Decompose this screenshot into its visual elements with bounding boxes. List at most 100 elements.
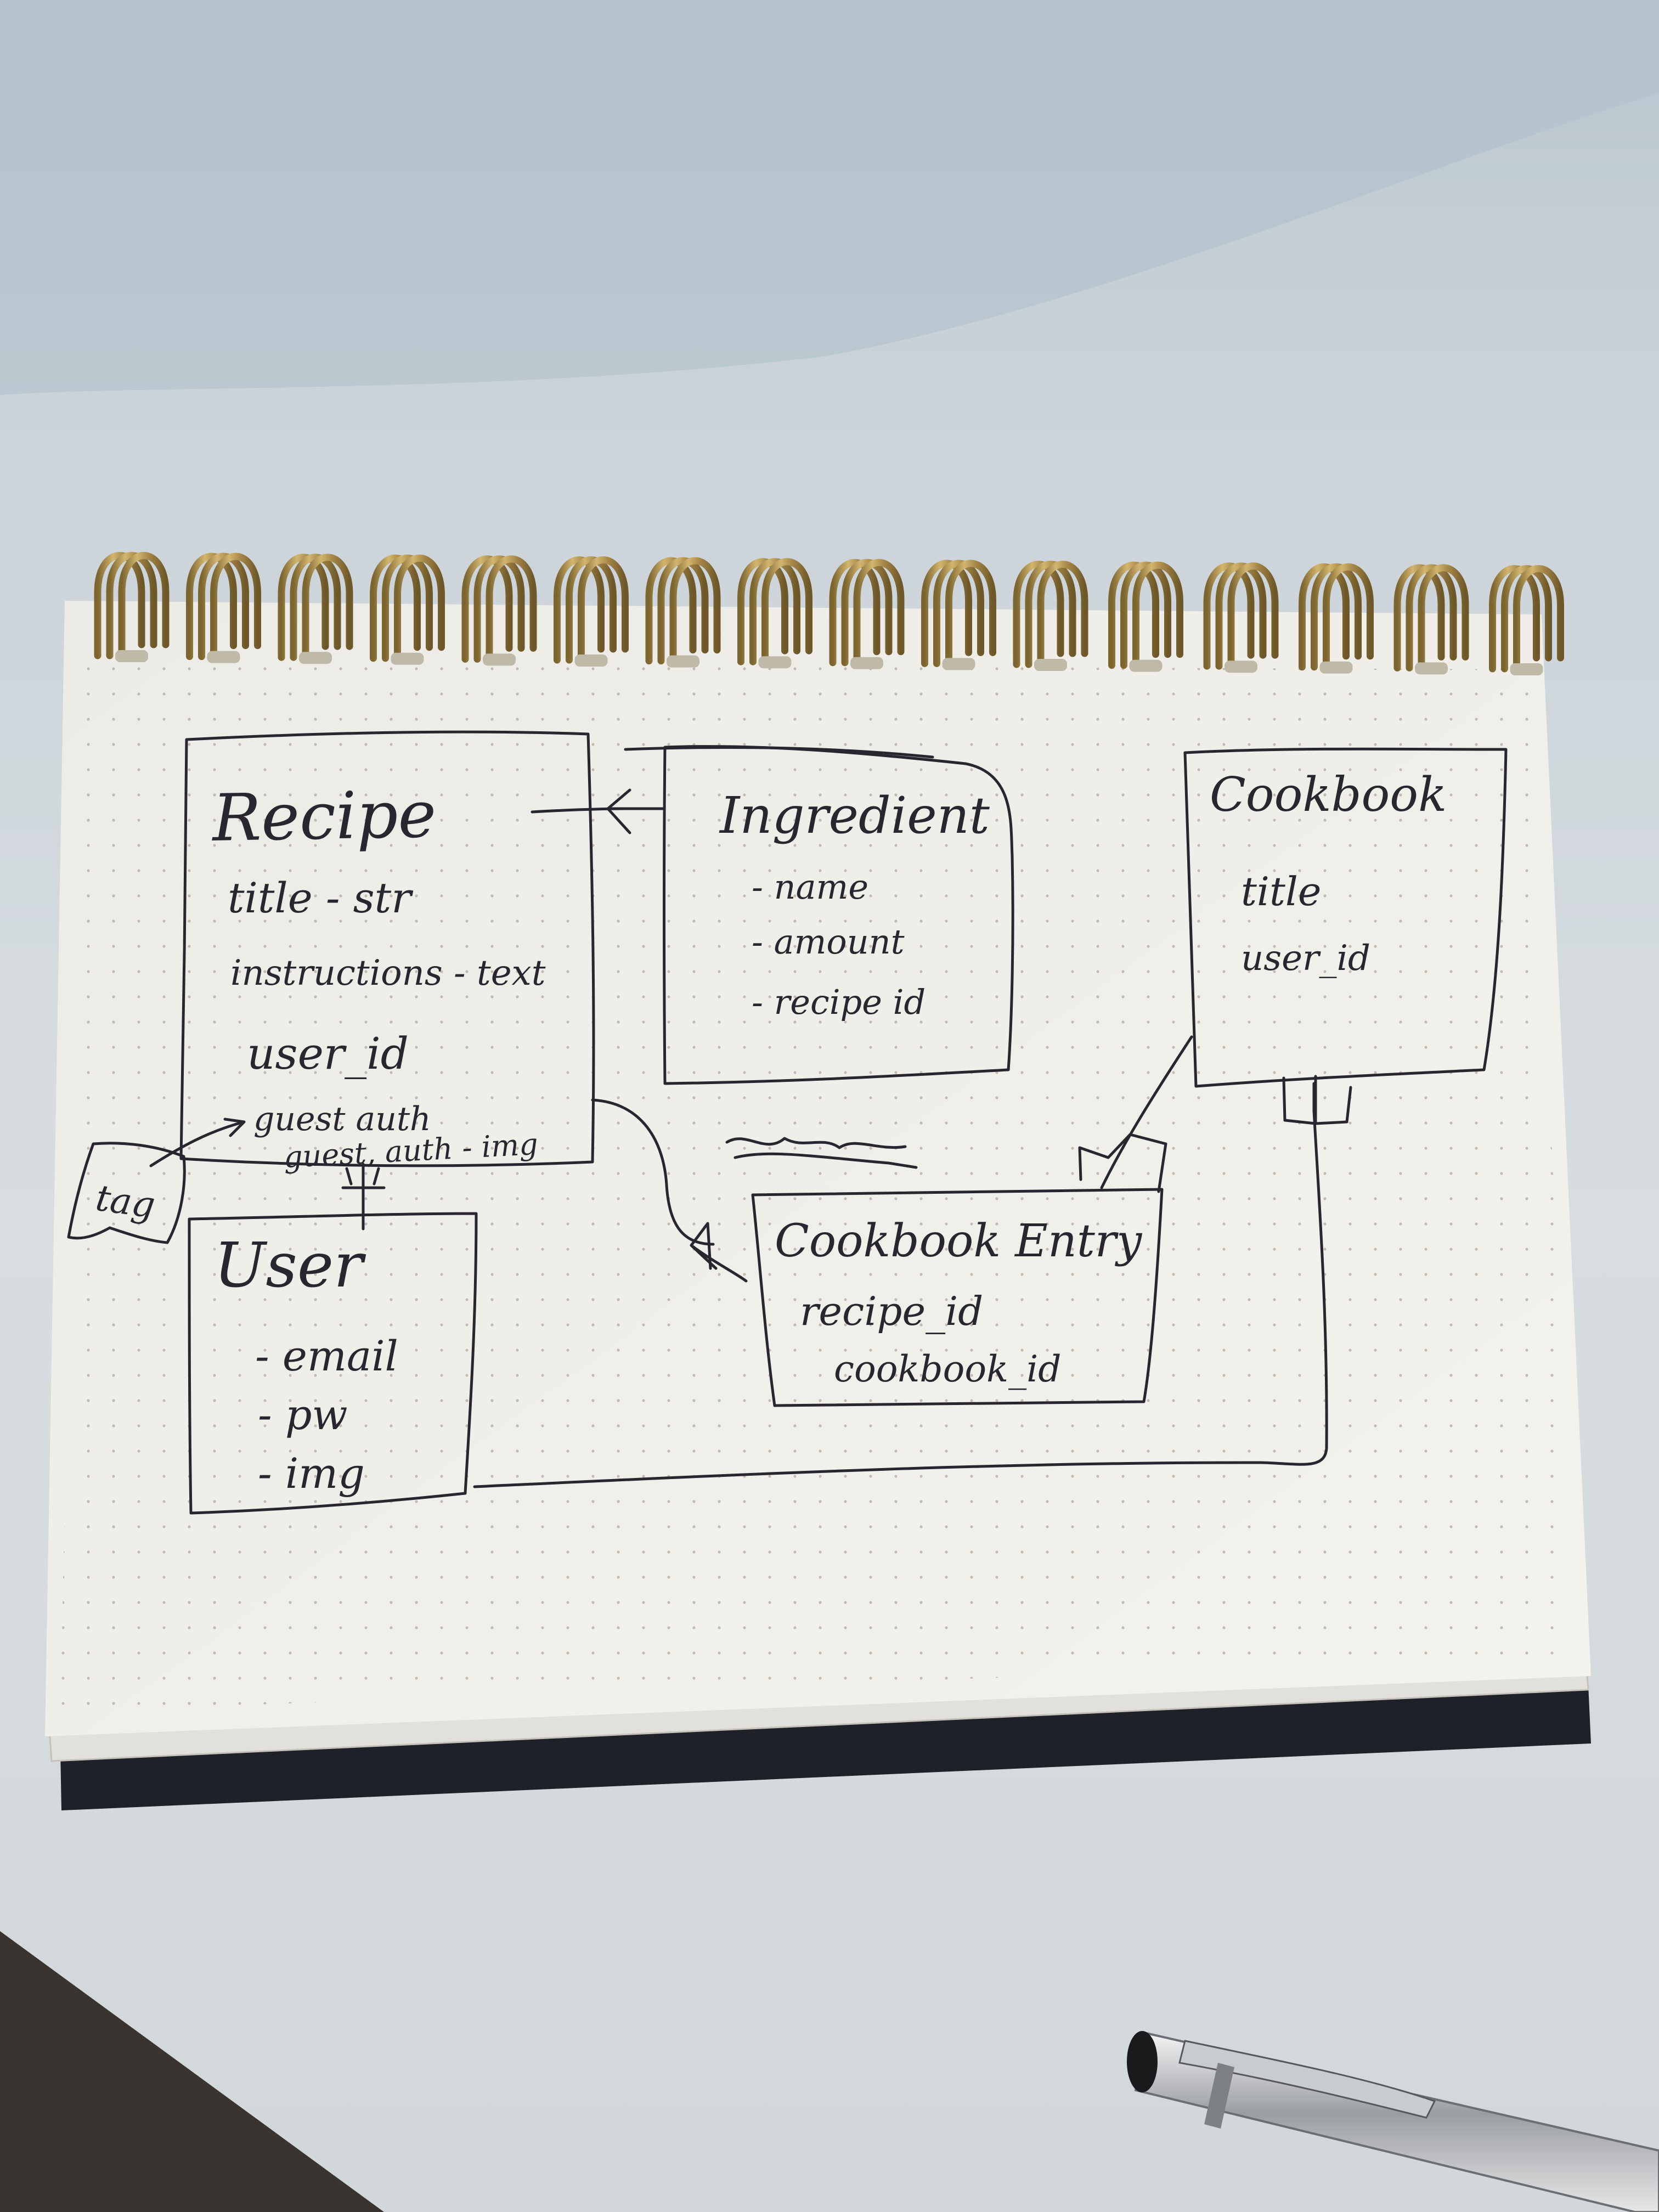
spiral-ring — [1489, 565, 1564, 675]
strike-scribble — [725, 1137, 918, 1169]
spiral-ring-wire — [210, 552, 261, 661]
cookbook-field-2: user_id — [1241, 938, 1370, 979]
spiral-ring — [829, 559, 905, 669]
erd-diagram — [67, 730, 1508, 1515]
spiral-hole — [574, 654, 608, 667]
spiral-hole — [667, 655, 699, 668]
spiral-ring-wire — [933, 560, 984, 667]
spiral-hole — [391, 652, 424, 665]
spiral-ring — [370, 555, 445, 665]
spiral-ring-wire — [566, 556, 617, 664]
spiral-ring-wire — [1406, 564, 1457, 672]
recipe-field-1: title - str — [228, 873, 414, 922]
spiral-ring — [278, 554, 353, 664]
dot-grid — [60, 664, 1575, 1712]
spiral-ring — [94, 552, 170, 662]
spiral-ring — [1013, 561, 1088, 671]
ingredient-box-top-stroke — [624, 746, 934, 759]
spiral-ring-wire — [829, 559, 881, 667]
spiral-hole — [207, 651, 240, 663]
spiral-ring-wire — [761, 558, 812, 665]
spiral-ring — [554, 556, 629, 667]
spiral-ring-wire — [1299, 563, 1350, 671]
spiral-ring-wire — [1108, 561, 1159, 669]
cookbook-entry-title: Cookbook Entry — [775, 1215, 1143, 1267]
recipe-field-2: instructions - text — [230, 953, 546, 994]
spiral-ring-wire — [290, 554, 341, 661]
pen-clip — [1178, 2040, 1436, 2119]
spiral-ring-wire — [1393, 564, 1445, 672]
spiral-ring-wire — [486, 555, 537, 663]
tag-label: tag — [93, 1177, 158, 1227]
spiral-ring-wire — [1311, 563, 1362, 671]
spiral-ring-wire — [118, 552, 170, 659]
spiral-ring-wire — [657, 557, 709, 665]
ingredient-field-2: - amount — [752, 922, 905, 962]
spiral-ring-wire — [278, 554, 329, 661]
user-field-1: - email — [255, 1331, 398, 1380]
crowfoot-entry-left — [690, 1222, 748, 1283]
spiral-ring-wire — [461, 555, 513, 663]
spiral-ring-wire — [370, 555, 421, 662]
user-box — [188, 1212, 478, 1515]
ingredient-field-1: - name — [752, 867, 868, 907]
user-field-2: - pw — [258, 1390, 348, 1439]
spiral-ring — [1299, 563, 1374, 674]
spiral-ring-wire — [921, 560, 972, 667]
spiral-hole — [850, 657, 883, 669]
spiral-ring — [737, 558, 812, 669]
crowfoot-entry-top — [1078, 1133, 1167, 1193]
tag-shape — [67, 1142, 186, 1244]
crowfoot-ingredient — [606, 788, 665, 834]
spiral-ring-wire — [1215, 562, 1267, 670]
spiral-ring-wire — [1513, 565, 1564, 673]
spiral-ring-wire — [1013, 561, 1064, 668]
ingredient-box — [663, 745, 1014, 1085]
spiral-ring-wire — [853, 559, 905, 667]
spiral-ring — [921, 560, 996, 670]
spiral-ring-wire — [578, 556, 629, 664]
spiral-ring-wire — [186, 552, 237, 661]
spiral-hole — [1510, 663, 1543, 675]
recipe-box — [179, 730, 595, 1167]
relation-user-cookbook — [473, 1082, 1328, 1488]
spiral-ring-wire — [1418, 564, 1469, 672]
recipe-title: Recipe — [211, 776, 437, 856]
crowfoot-user — [341, 1167, 386, 1192]
user-title: User — [214, 1230, 366, 1301]
spiral-ring — [1203, 562, 1279, 673]
cookbook-field-1: title — [1241, 868, 1322, 915]
spiral-hole — [1415, 662, 1448, 675]
spiral-ring — [1393, 564, 1469, 675]
spiral-ring-wire — [1227, 562, 1279, 670]
spiral-hole — [115, 650, 148, 662]
relation-cookbook-entry — [1100, 1035, 1193, 1189]
spiral-ring-wire — [1120, 561, 1171, 669]
spiral-ring-wire — [749, 558, 800, 665]
spiral-ring — [186, 552, 261, 663]
spiral-ring-wire — [1501, 565, 1552, 673]
notebook-cover — [60, 1684, 1591, 1810]
pen — [1127, 2031, 1659, 2212]
spiral-hole — [942, 658, 975, 670]
recipe-field-3: user_id — [247, 1028, 409, 1079]
spiral-ring-wire — [1037, 561, 1088, 668]
spiral-hole — [483, 653, 516, 666]
spiral-hole — [299, 652, 332, 664]
spiral-ring-wire — [302, 554, 353, 661]
cookbook-entry-box — [751, 1188, 1164, 1407]
spiral-ring — [645, 557, 721, 668]
spiral-ring — [461, 555, 537, 666]
handwritten-labels: Recipe title - str instructions - text u… — [93, 768, 1447, 1498]
spiral-ring-wire — [198, 552, 249, 661]
spiral-ring-wire — [945, 560, 996, 667]
user-field-3: - img — [258, 1449, 365, 1498]
tag-arrow — [149, 1118, 246, 1167]
spiral-ring-wire — [382, 555, 433, 662]
spiral-ring-wire — [473, 555, 525, 663]
spiral-ring-wire — [1132, 561, 1183, 669]
spiral-hole — [1129, 659, 1163, 672]
spiral-ring-wire — [841, 559, 893, 667]
relation-recipe-entry — [591, 1098, 715, 1246]
